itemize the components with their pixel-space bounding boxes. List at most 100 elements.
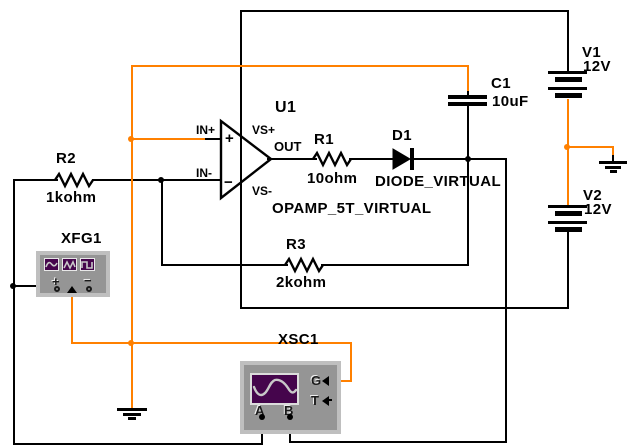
wire-orange-scope-g-up[interactable] xyxy=(350,342,352,382)
junction-dot-orange xyxy=(128,340,134,346)
wire-left-rail[interactable] xyxy=(13,179,15,445)
xsc1-ground-arrow-icon xyxy=(322,376,329,386)
square-wave-icon xyxy=(80,258,95,271)
wire-d1-to-node[interactable] xyxy=(413,158,507,160)
xsc1-trigger-arrow-icon xyxy=(322,396,329,406)
wire-v1-top[interactable] xyxy=(567,10,569,73)
wire-orange-to-ground[interactable] xyxy=(567,146,614,148)
junction-dot xyxy=(10,283,16,289)
xsc1-channel-a-pin[interactable] xyxy=(259,414,265,420)
triangle-wave-icon xyxy=(62,258,77,271)
resistor-r2-value: 1kohm xyxy=(46,189,97,206)
battery-v1-plate xyxy=(555,93,582,98)
junction-dot-orange xyxy=(564,144,570,150)
battery-v1-plate xyxy=(548,87,587,90)
opamp-refdes: U1 xyxy=(275,99,297,116)
wire-top-rail[interactable] xyxy=(240,10,569,12)
battery-v1-plate xyxy=(555,77,582,82)
xsc1-channel-a-terminal: A xyxy=(255,403,265,418)
opamp-pin-out: OUT xyxy=(274,139,302,154)
battery-v2-symbol[interactable] xyxy=(548,205,587,208)
junction-dot-orange xyxy=(128,136,134,142)
wire-orange-v1-v2[interactable] xyxy=(567,99,569,207)
wire-bottom-left[interactable] xyxy=(13,443,263,445)
wire-bottom-right[interactable] xyxy=(289,441,507,443)
resistor-r3-refdes: R3 xyxy=(286,236,306,253)
xfg1-label: XFG1 xyxy=(61,230,102,247)
resistor-r2-symbol[interactable] xyxy=(54,171,94,189)
wire-vs-rail[interactable] xyxy=(240,10,242,309)
xsc1-label: XSC1 xyxy=(278,331,319,348)
xfg1-minus-ring xyxy=(86,286,92,292)
resistor-r1-value: 10ohm xyxy=(307,170,358,187)
wire-orange-ground-drop[interactable] xyxy=(612,146,614,157)
wire-orange-xfg-common[interactable] xyxy=(71,295,73,344)
ground-symbol-bottom[interactable] xyxy=(117,408,147,411)
source-v1-value: 12V xyxy=(583,58,611,75)
opamp-plus-marker: + xyxy=(225,130,234,147)
opamp-pin-vs-minus: VS- xyxy=(252,184,273,198)
sine-trace-icon xyxy=(252,378,298,397)
resistor-r3-symbol[interactable] xyxy=(284,256,324,274)
xfg1-minus-terminal: − xyxy=(84,273,92,288)
ground-bar-2 xyxy=(605,166,621,169)
source-v2-value: 12V xyxy=(584,201,612,218)
opamp-minus-marker: − xyxy=(224,174,233,191)
battery-v2-plate xyxy=(555,227,582,232)
battery-v2-plate xyxy=(548,221,587,224)
wire-r3-up[interactable] xyxy=(467,158,469,266)
opamp-pin-vs-plus: VS+ xyxy=(252,123,276,137)
wire-orange-inplus[interactable] xyxy=(131,138,205,140)
opamp-symbol[interactable] xyxy=(219,118,273,201)
xsc1-trigger-terminal: T xyxy=(311,393,319,408)
wire-orange-left-vertical[interactable] xyxy=(131,65,133,409)
xsc1-ground-terminal: G xyxy=(311,373,322,388)
xsc1-channel-b-terminal: B xyxy=(284,403,294,418)
resistor-r3-value: 2kohm xyxy=(276,274,327,291)
xfg1-plus-terminal: + xyxy=(52,274,60,289)
wire-r2-left[interactable] xyxy=(13,179,58,181)
capacitor-c1-plate xyxy=(448,102,487,106)
ground-bar-3 xyxy=(610,170,617,173)
xfg1-plus-ring xyxy=(54,286,60,292)
wire-orange-common-run[interactable] xyxy=(71,342,352,344)
wire-feedback-down[interactable] xyxy=(161,179,163,266)
xsc1-channel-b-pin[interactable] xyxy=(287,414,293,420)
source-v1-refdes: V1 xyxy=(582,44,602,61)
ground-bar-2 xyxy=(123,413,141,416)
opamp-pin-in-plus: IN+ xyxy=(196,123,216,137)
resistor-r1-symbol[interactable] xyxy=(312,150,352,168)
junction-dot xyxy=(465,156,471,162)
wire-r1-to-d1[interactable] xyxy=(349,158,395,160)
wire-negative-rail[interactable] xyxy=(240,307,569,309)
junction-dot xyxy=(158,177,164,183)
wire-c1-top-stub[interactable] xyxy=(467,89,469,96)
battery-v1-symbol[interactable] xyxy=(548,71,587,74)
diode-d1-part: DIODE_VIRTUAL xyxy=(375,173,502,190)
wire-orange-top[interactable] xyxy=(131,65,469,67)
ground-stem-right xyxy=(612,155,614,162)
xsc1-trigger-arrow-tail xyxy=(328,399,332,401)
wire-r3-left[interactable] xyxy=(161,264,288,266)
diode-d1-refdes: D1 xyxy=(392,127,412,144)
ground-bar-3 xyxy=(128,417,136,420)
wire-r3-right[interactable] xyxy=(321,264,469,266)
sine-wave-icon xyxy=(44,258,59,271)
opamp-pin-in-minus: IN- xyxy=(196,166,212,180)
wire-r2-to-inminus[interactable] xyxy=(92,179,222,181)
diode-d1-symbol[interactable] xyxy=(392,147,416,171)
wire-output-to-scope-b[interactable] xyxy=(505,158,507,443)
resistor-r2-refdes: R2 xyxy=(56,150,76,167)
wire-out-to-r1[interactable] xyxy=(267,158,317,160)
xsc1-screen xyxy=(250,373,299,405)
wire-v2-bottom[interactable] xyxy=(567,232,569,309)
wire-inplus-stub[interactable] xyxy=(203,138,222,140)
capacitor-c1-symbol[interactable] xyxy=(448,95,487,99)
resistor-r1-refdes: R1 xyxy=(314,131,334,148)
source-v2-refdes: V2 xyxy=(583,187,603,204)
wire-c1-bottom-stub[interactable] xyxy=(467,106,469,160)
ground-symbol-right[interactable] xyxy=(599,161,627,164)
wire-xfg-plus[interactable] xyxy=(13,285,55,287)
wire-orange-c1-drop[interactable] xyxy=(467,65,469,91)
